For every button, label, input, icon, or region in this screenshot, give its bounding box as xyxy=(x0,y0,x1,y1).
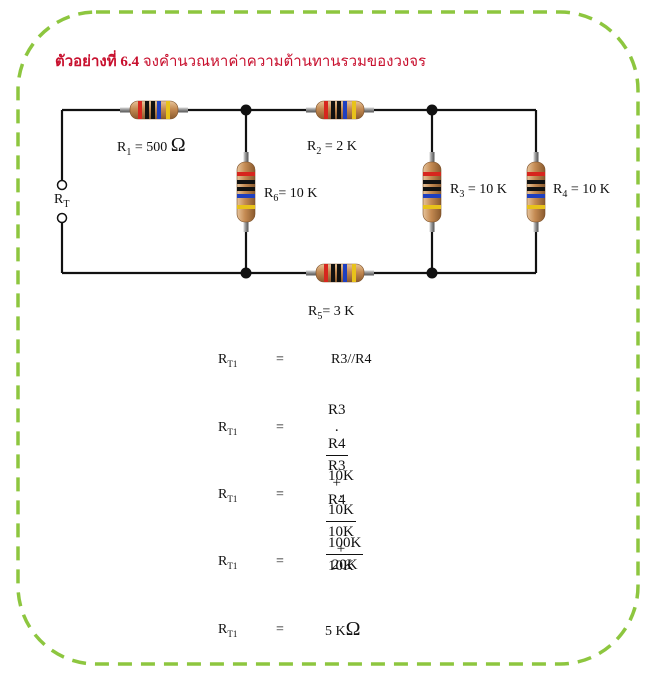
equals-sign: = xyxy=(276,420,284,435)
denominator: 10K + 10K xyxy=(328,524,354,574)
terminal-bottom xyxy=(56,212,68,224)
equals-sign: = xyxy=(276,622,284,637)
equation-lhs: RT1 xyxy=(218,622,238,639)
example-number: ตัวอย่างที่ 6.4 xyxy=(55,54,140,70)
equation-rhs: R3//R4 xyxy=(331,352,372,367)
equals-sign: = xyxy=(276,554,284,569)
equation-lhs: RT1 xyxy=(218,554,238,571)
equation-result: 5 KΩ xyxy=(325,618,361,640)
resistor-r2 xyxy=(305,100,375,120)
numerator: 10K . 10K xyxy=(326,468,356,522)
resistor-r1 xyxy=(119,100,189,120)
label-r1: R1 = 500 Ω xyxy=(117,134,186,158)
label-r5: R5= 3 K xyxy=(308,304,355,322)
label-rt: RT xyxy=(54,192,70,210)
denominator: R3 + R4 xyxy=(328,458,346,508)
equals-sign: = xyxy=(276,352,284,367)
equation-lhs: RT1 xyxy=(218,352,238,369)
equation-lhs: RT1 xyxy=(218,420,238,437)
resistor-r3 xyxy=(422,151,442,233)
dashed-frame xyxy=(16,10,640,666)
example-question: จงคำนวณหาค่าความต้านทานรวมของวงจร xyxy=(142,54,427,70)
terminal-top xyxy=(56,179,68,191)
numerator: 100K xyxy=(326,535,364,555)
label-r4: R4 = 10 K xyxy=(553,182,610,200)
fraction: 10K . 10K 10K + 10K xyxy=(326,468,356,575)
fraction: 100K 20K xyxy=(326,535,364,574)
resistor-r6 xyxy=(236,151,256,233)
resistor-r4 xyxy=(526,151,546,233)
fraction: R3 . R4 R3 + R4 xyxy=(326,402,348,509)
junction-dots xyxy=(240,104,438,279)
resistor-r5 xyxy=(305,263,375,283)
numerator: R3 . R4 xyxy=(326,402,348,456)
equals-sign: = xyxy=(276,487,284,502)
example-title: ตัวอย่างที่ 6.4 จงคำนวณหาค่าความต้านทานร… xyxy=(55,49,426,73)
denominator: 20K xyxy=(331,557,358,573)
label-r2: R2 = 2 K xyxy=(307,139,357,157)
label-r6: R6= 10 K xyxy=(264,186,318,204)
equation-lhs: RT1 xyxy=(218,487,238,504)
label-r3: R3 = 10 K xyxy=(450,182,507,200)
